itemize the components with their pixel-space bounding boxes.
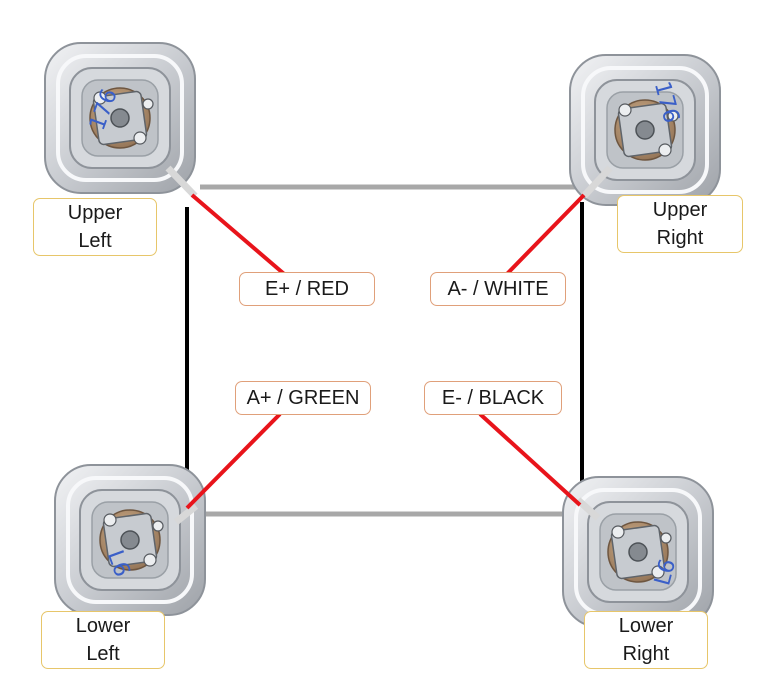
load-cell-lower-right [561, 475, 715, 629]
label-e-minus-black: E- / BLACK [424, 381, 562, 415]
label-upper-left: Upper Left [33, 198, 157, 256]
label-e-plus-red: E+ / RED [239, 272, 375, 306]
label-lower-right: Lower Right [584, 611, 708, 669]
red-wire-a-plus [185, 412, 282, 510]
label-a-plus-green: A+ / GREEN [235, 381, 371, 415]
red-wire-e-minus [478, 412, 582, 507]
label-a-minus-white: A- / WHITE [430, 272, 566, 306]
load-cell-lower-left [53, 463, 207, 617]
label-upper-right: Upper Right [617, 195, 743, 253]
red-wire-a-minus [500, 193, 586, 281]
label-lower-left: Lower Left [41, 611, 165, 669]
red-wire-e-plus [190, 193, 292, 281]
